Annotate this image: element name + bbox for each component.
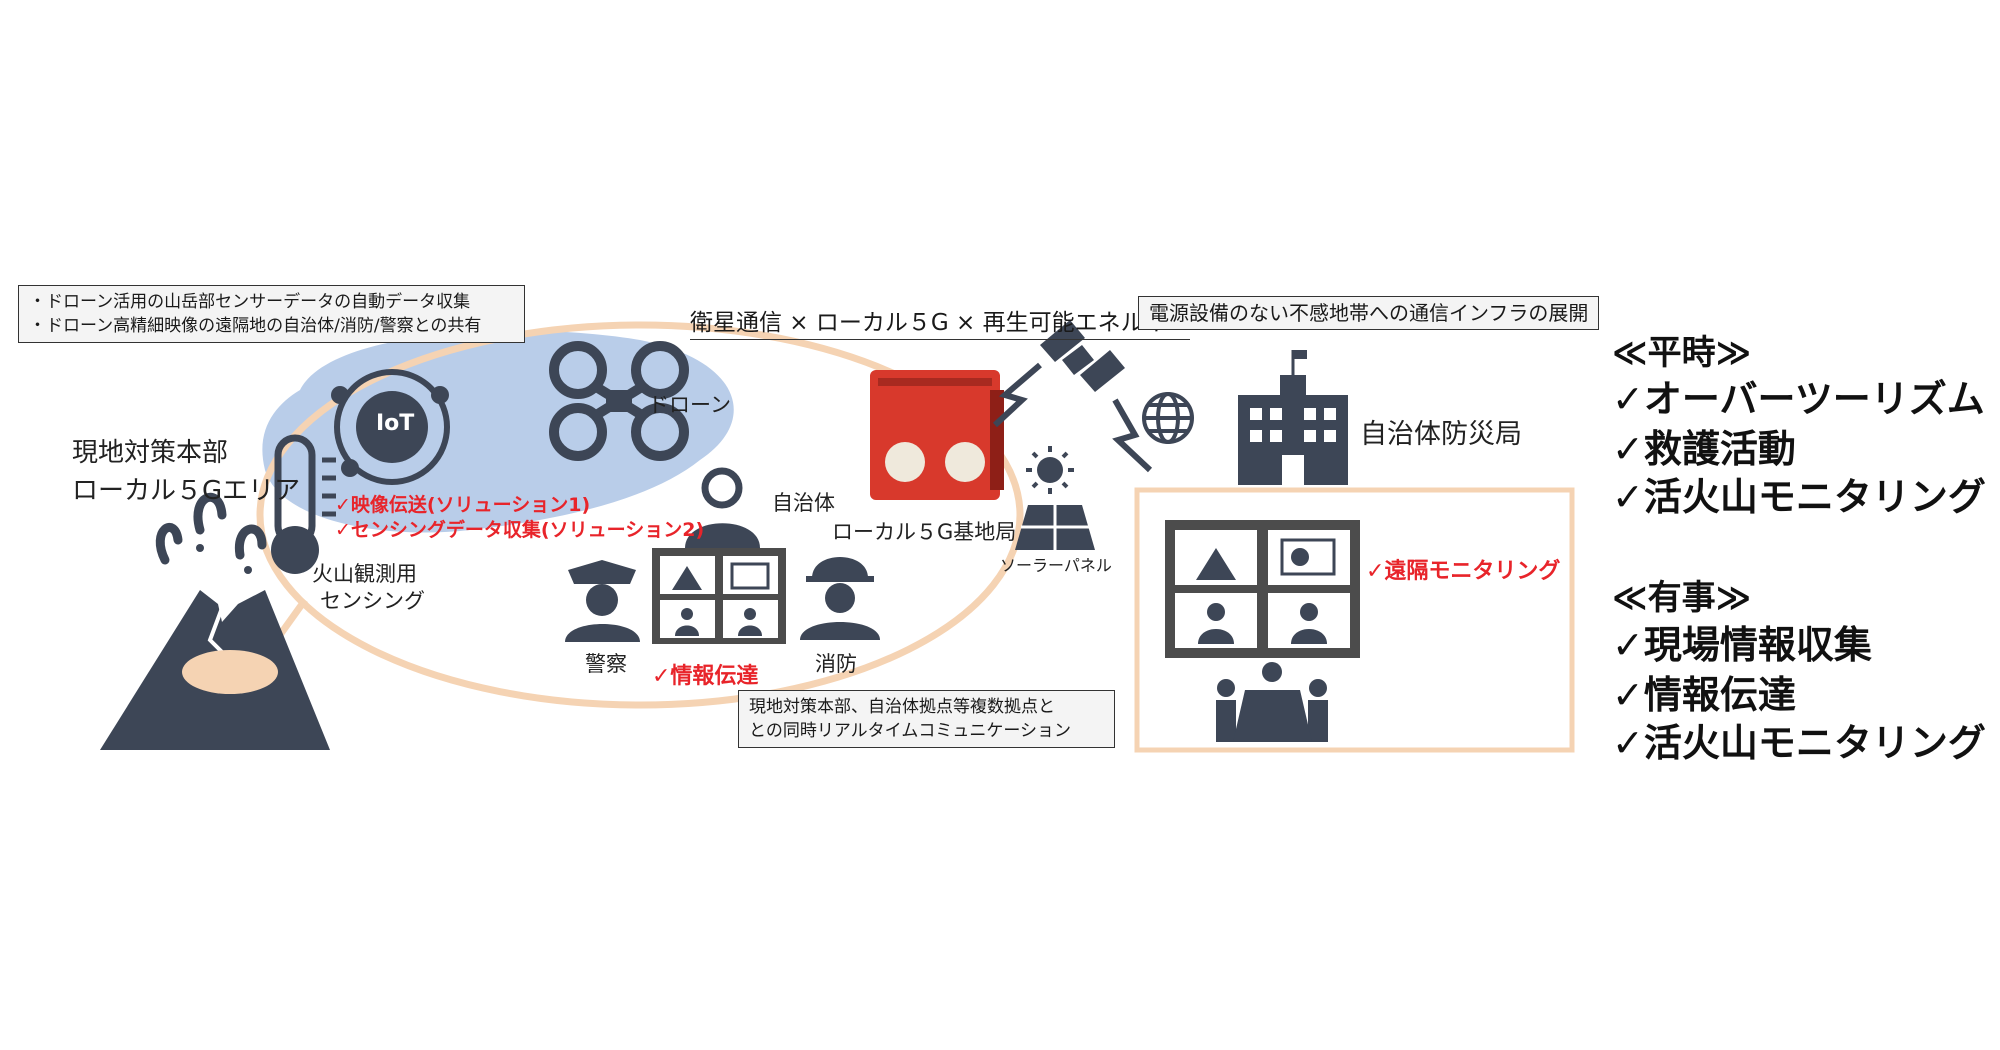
solar-panel-icon [1015, 446, 1095, 550]
solution1-label: ✓映像伝送(ソリューション1) [335, 494, 591, 516]
hq-label-line2: ローカル５Gエリア [72, 476, 301, 506]
firefighter-icon [800, 557, 880, 640]
remote-monitoring-label: ✓遠隔モニタリング [1366, 559, 1561, 584]
base-station-case [870, 370, 1004, 500]
note-bottom-center: 現地対策本部、自治体拠点等複数拠点と との同時リアルタイムコミュニケーション [738, 690, 1115, 748]
note-top-right: 電源設備のない不感地帯への通信インフラの展開 [1138, 296, 1600, 330]
disaster-office-label: 自治体防災局 [1360, 419, 1522, 450]
local-5g-area-ellipse [256, 321, 1024, 709]
emergency-heading: ≪有事≫ [1612, 578, 1752, 618]
drone-label: ドローン [648, 393, 731, 417]
headline: 衛星通信 × ローカル５G × 再生可能エネルギー [690, 303, 1190, 340]
signal-bolt-2 [1112, 398, 1153, 473]
normal-item-3: ✓活火山モニタリング [1612, 475, 1986, 519]
globe-icon [1142, 392, 1194, 444]
solution2-label: ✓センシングデータ収集(ソリューション2) [335, 519, 705, 541]
note-top-left: ・ドローン活用の山岳部センサーデータの自動データ収集 ・ドローン高精細映像の遠隔… [18, 285, 525, 343]
iot-label: IoT [376, 411, 415, 436]
info-transfer-label: ✓情報伝達 [652, 664, 759, 689]
emergency-item-1: ✓現場情報収集 [1612, 623, 1872, 667]
iot-icon [331, 369, 450, 485]
normal-item-1: ✓オーバーツーリズム [1612, 377, 1985, 421]
meeting-table-icon [1216, 662, 1328, 742]
government-building-icon [1238, 350, 1348, 485]
police-label: 警察 [585, 652, 627, 676]
emergency-item-3: ✓活火山モニタリング [1612, 721, 1986, 765]
note-top-left-line1: ・ドローン活用の山岳部センサーデータの自動データ収集 [29, 292, 471, 312]
satellite-icon [1040, 320, 1125, 392]
note-top-left-line2: ・ドローン高精細映像の遠隔地の自治体/消防/警察との共有 [29, 316, 482, 336]
remote-monitor [1165, 520, 1360, 658]
hq-label-line1: 現地対策本部 [72, 438, 229, 468]
signal-bolt-1 [992, 362, 1042, 428]
disaster-office-frame [1134, 487, 1575, 753]
note-bottom-center-line1: 現地対策本部、自治体拠点等複数拠点と [749, 697, 1055, 717]
sensing-label-line2: センシング [320, 589, 425, 613]
thermometer-icon [271, 434, 336, 574]
fire-label: 消防 [815, 652, 857, 676]
sensing-label-line1: 火山観測用 [312, 562, 417, 586]
normal-item-2: ✓救護活動 [1612, 427, 1796, 471]
police-icon [565, 560, 640, 642]
base-station-label: ローカル５G基地局 [832, 520, 1017, 544]
video-conference-monitor [652, 548, 786, 644]
note-bottom-center-line2: との同時リアルタイムコミュニケーション [749, 721, 1071, 741]
solar-label: ソーラーパネル [1000, 556, 1112, 575]
drone-icon [549, 341, 689, 461]
normal-times-heading: ≪平時≫ [1612, 333, 1752, 373]
municipality-label: 自治体 [772, 491, 835, 515]
emergency-item-2: ✓情報伝達 [1612, 673, 1796, 717]
volcano-icon [100, 492, 330, 750]
municipality-person-icon [685, 467, 760, 548]
